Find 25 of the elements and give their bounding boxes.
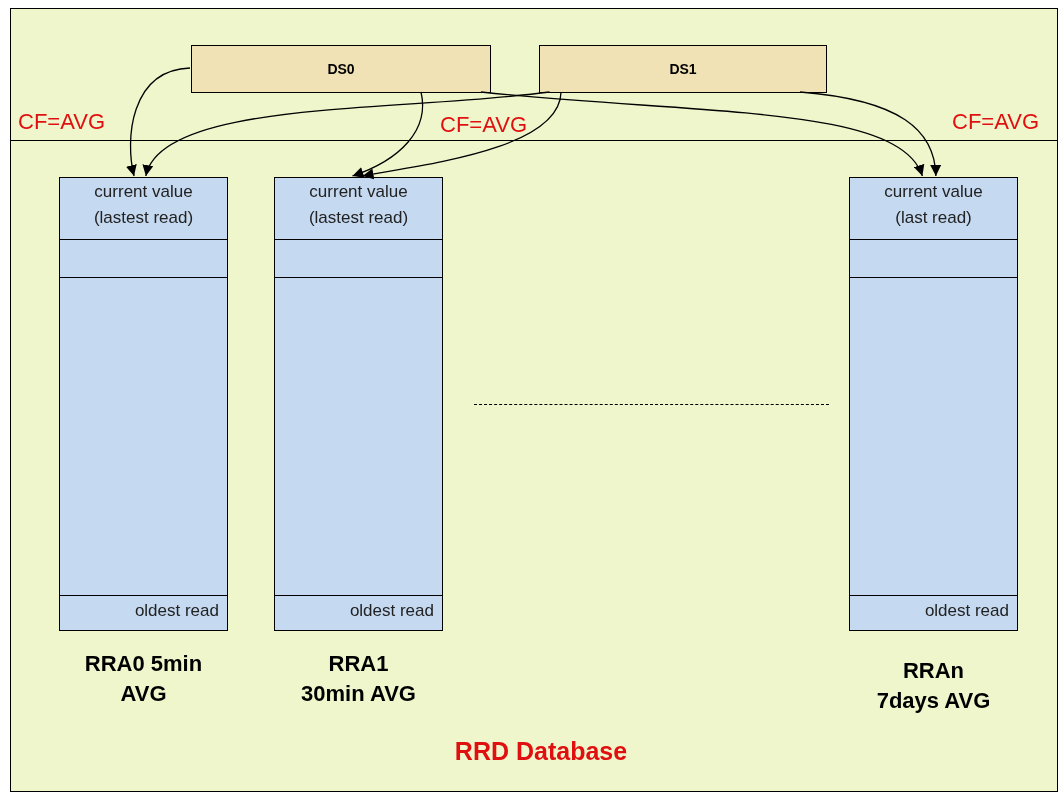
arrow <box>480 91 923 177</box>
function-label: CF=AVG <box>440 113 527 137</box>
cell-text: oldest read <box>133 600 219 622</box>
cell-text: current value (lastest read) <box>92 181 195 229</box>
cell-text: current value (lastest read) <box>307 181 410 229</box>
archive-label: RRA0 5min AVG <box>83 650 204 708</box>
arrow <box>126 67 191 177</box>
frame-title: RRD Database <box>453 736 629 767</box>
archive-column <box>274 177 443 631</box>
arrow <box>361 91 562 180</box>
arrow <box>145 91 551 177</box>
arrow <box>799 91 941 177</box>
database-frame <box>10 8 1058 792</box>
data-source-box: DS0 <box>191 45 491 93</box>
cell-text: current value (last read) <box>883 181 984 229</box>
arrow <box>351 91 424 178</box>
cell-text: oldest read <box>348 600 434 622</box>
archive-label: RRAn 7days AVG <box>875 657 992 715</box>
data-source-box: DS1 <box>539 45 827 93</box>
function-label: CF=AVG <box>18 110 105 134</box>
archive-column <box>59 177 228 631</box>
function-label: CF=AVG <box>952 110 1039 134</box>
archive-label: RRA1 30min AVG <box>300 650 417 708</box>
cell-text: oldest read <box>923 600 1009 622</box>
archive-column <box>849 177 1018 631</box>
